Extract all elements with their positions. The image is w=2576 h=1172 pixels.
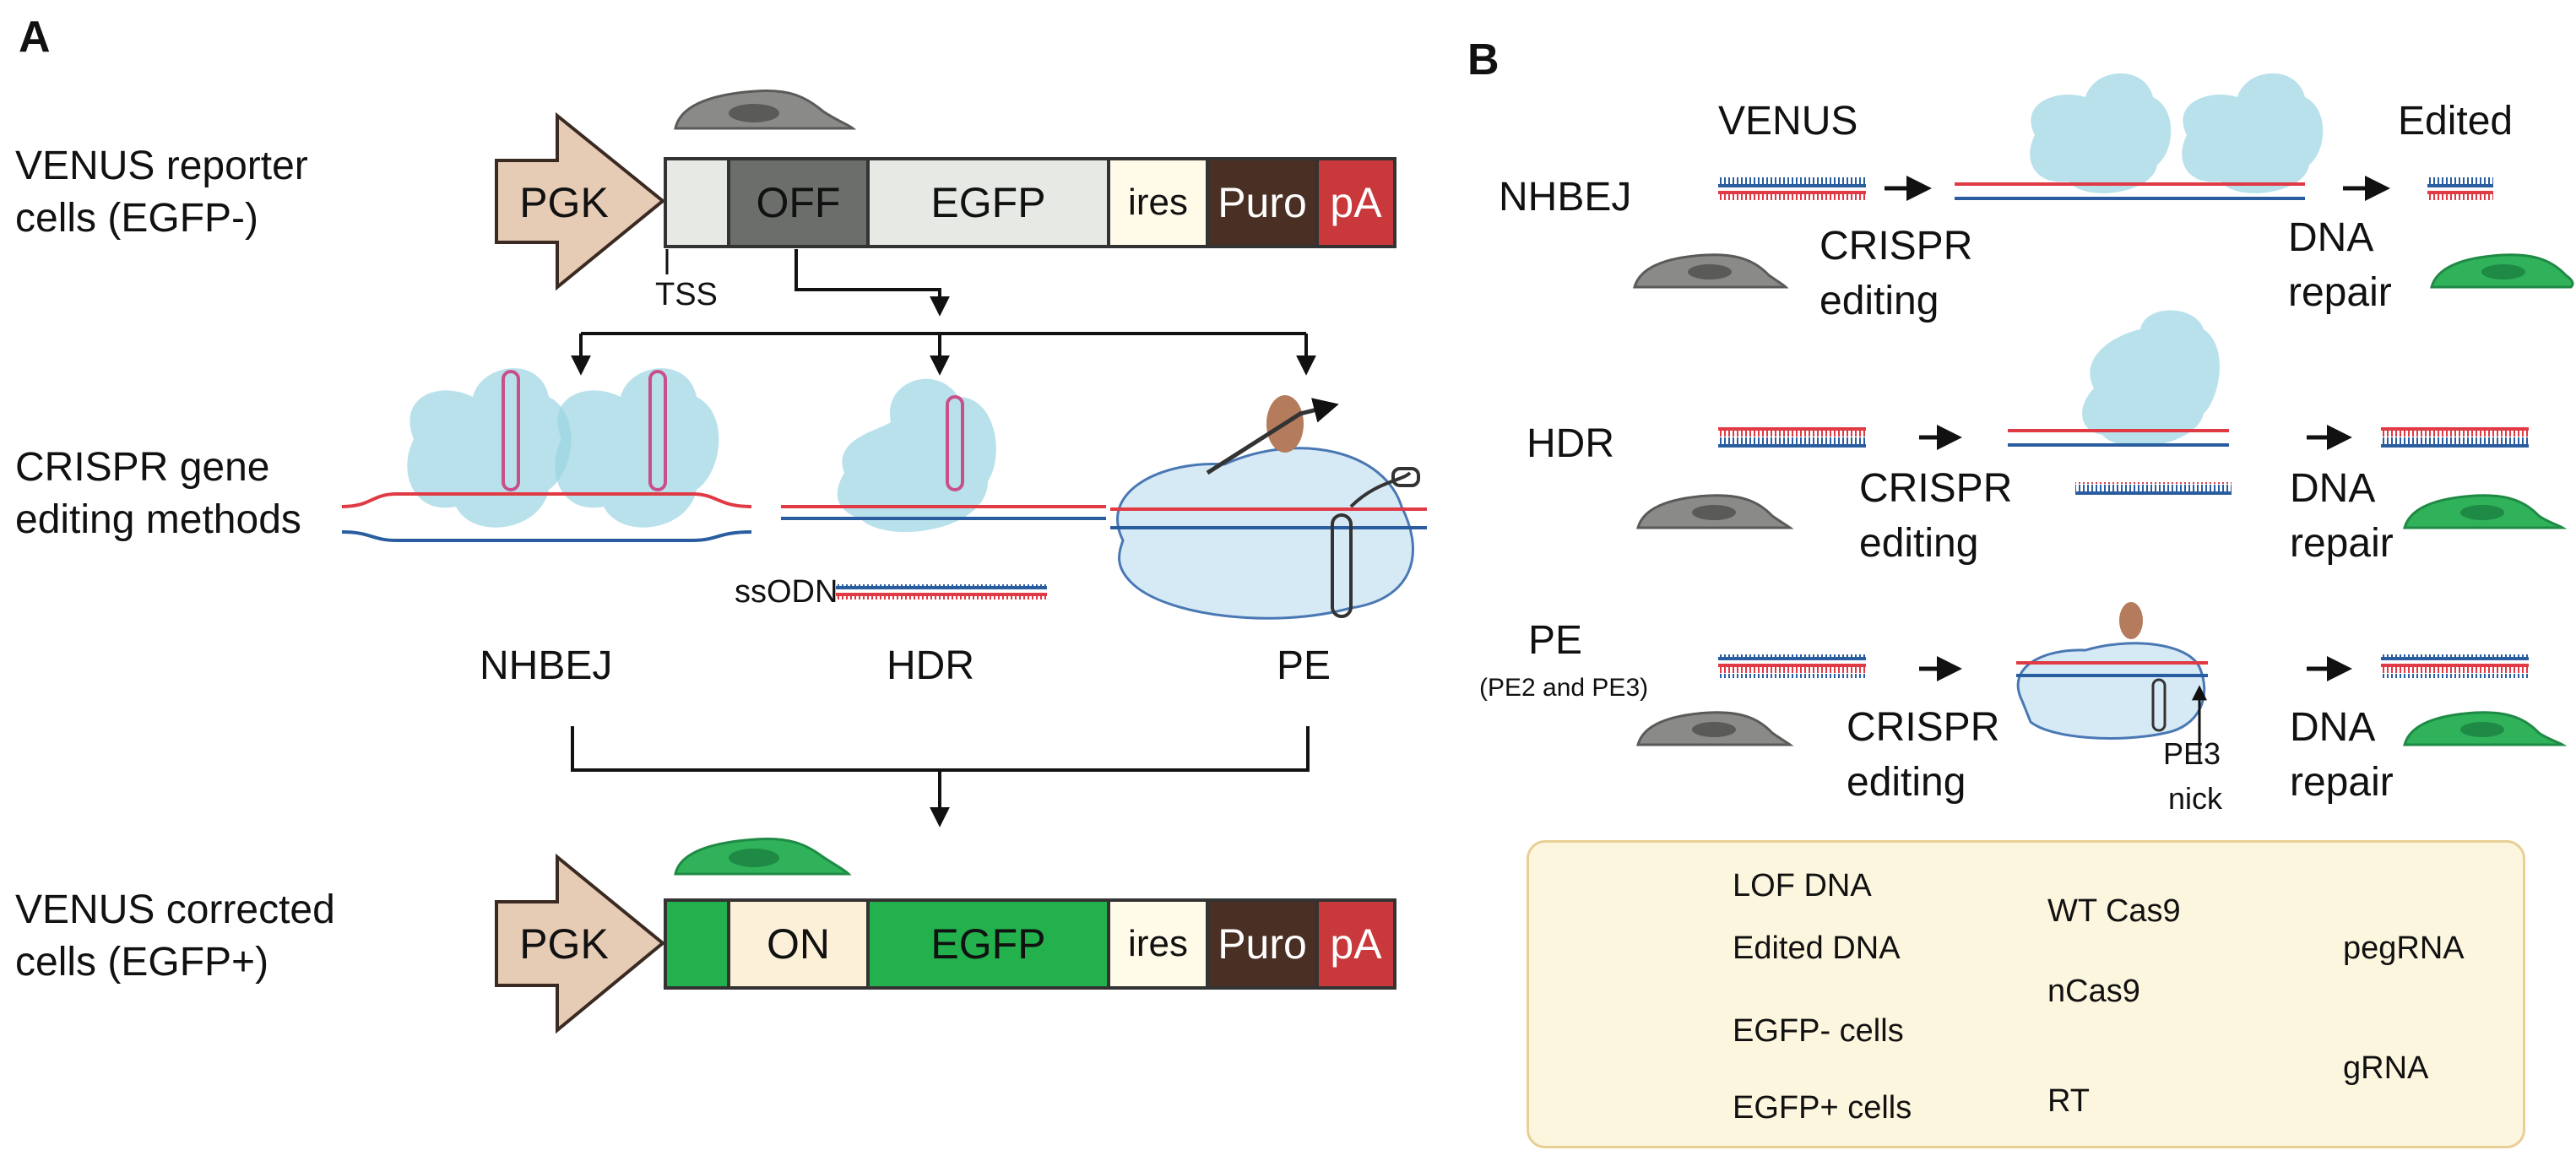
row-name-pe: PE <box>1528 618 1583 663</box>
egfp-on-box <box>866 898 1110 990</box>
row-sub-pe: (PE2 and PE3) <box>1479 674 1649 702</box>
green-cell-bottom <box>674 837 852 876</box>
hdr-complex-a <box>781 378 1106 600</box>
bottom-construct <box>495 853 1396 1034</box>
repair-row3-l1: DNA <box>2290 705 2376 750</box>
row-name-hdr: HDR <box>1527 421 1614 466</box>
legend-pegrna-label: pegRNA <box>2343 931 2465 966</box>
green-start-box <box>664 898 730 990</box>
top-label-line-2: cells (EGFP-) <box>15 196 258 241</box>
legend-wt-cas9-label: WT Cas9 <box>2047 893 2181 929</box>
ires-box-bottom <box>1107 898 1209 990</box>
pa-label-bottom: pA <box>1330 920 1382 968</box>
off-label: OFF <box>756 179 841 226</box>
row-hdr-b <box>1636 310 2568 529</box>
ires-label-top: ires <box>1128 182 1188 223</box>
connector-lines-a <box>571 249 1316 827</box>
method-hdr-a: HDR <box>887 643 974 688</box>
egfp-label-top: EGFP <box>930 179 1046 226</box>
crispr-row3-l1: CRISPR <box>1847 705 2000 750</box>
nhbej-complex-a <box>341 368 752 542</box>
pgk-label-top: PGK <box>519 179 609 226</box>
tss-label: TSS <box>655 277 718 312</box>
pe3-nick-l2: nick <box>2168 781 2223 816</box>
method-nhbej-a: NHBEJ <box>480 643 613 688</box>
puro-label-top: Puro <box>1217 179 1307 226</box>
crispr-row1-l1: CRISPR <box>1819 224 1973 269</box>
puro-box-bottom <box>1206 898 1319 990</box>
legend-ncas9-label: nCas9 <box>2047 974 2140 1009</box>
legend-lof-dna-label: LOF DNA <box>1733 868 1872 903</box>
pgk-arrow-top <box>495 111 666 291</box>
pa-label-top: pA <box>1330 179 1382 226</box>
row-nhbej-b <box>1633 73 2574 289</box>
pe-complex-a <box>1110 395 1427 620</box>
repair-row2-l1: DNA <box>2290 466 2376 511</box>
row-name-nhbej: NHBEJ <box>1499 175 1632 220</box>
egfp-label-bottom: EGFP <box>930 920 1046 968</box>
off-box <box>727 157 870 248</box>
ires-box-top <box>1107 157 1209 248</box>
pgk-arrow-bottom <box>495 853 666 1034</box>
panel-label-a: A <box>19 13 51 62</box>
gray-cell-top <box>674 89 857 130</box>
crispr-row1-l2: editing <box>1819 279 1939 323</box>
middle-label-line-2: editing methods <box>15 497 301 542</box>
tss-box-top <box>664 157 730 248</box>
on-label: ON <box>767 920 830 968</box>
venus-label: VENUS <box>1718 99 1858 144</box>
bottom-label-line-1: VENUS corrected <box>15 887 335 932</box>
edited-label: Edited <box>2398 99 2514 144</box>
ssodn-label: ssODN <box>735 574 838 610</box>
crispr-row2-l1: CRISPR <box>1859 466 2013 511</box>
pa-box-top <box>1315 157 1396 248</box>
panel-label-b: B <box>1467 35 1500 84</box>
puro-label-bottom: Puro <box>1217 920 1307 968</box>
legend-egfp-neg-label: EGFP- cells <box>1733 1013 1904 1049</box>
top-construct <box>495 111 1396 291</box>
on-box <box>727 898 870 990</box>
repair-row2-l2: repair <box>2290 521 2394 566</box>
crispr-row2-l2: editing <box>1859 521 1979 566</box>
legend-rt-label: RT <box>2047 1083 2090 1119</box>
row-pe-b <box>1636 602 2568 764</box>
legend-egfp-pos-label: EGFP+ cells <box>1733 1090 1912 1126</box>
puro-box-top <box>1206 157 1319 248</box>
repair-row3-l2: repair <box>2290 760 2394 805</box>
legend-grna-label: gRNA <box>2343 1050 2429 1086</box>
repair-row1-l1: DNA <box>2288 215 2374 260</box>
method-pe-a: PE <box>1277 643 1331 688</box>
pa-box-bottom <box>1315 898 1396 990</box>
legend-edited-dna-label: Edited DNA <box>1733 931 1901 966</box>
repair-row1-l2: repair <box>2288 270 2392 315</box>
ires-label-bottom: ires <box>1128 923 1188 964</box>
bottom-label-line-2: cells (EGFP+) <box>15 940 269 985</box>
crispr-row3-l2: editing <box>1847 760 1966 805</box>
middle-label-line-1: CRISPR gene <box>15 445 270 490</box>
top-label-line-1: VENUS reporter <box>15 144 308 188</box>
legend-box <box>1527 840 2525 1148</box>
pe3-nick-l1: PE3 <box>2163 736 2221 771</box>
pgk-label-bottom: PGK <box>519 920 609 968</box>
